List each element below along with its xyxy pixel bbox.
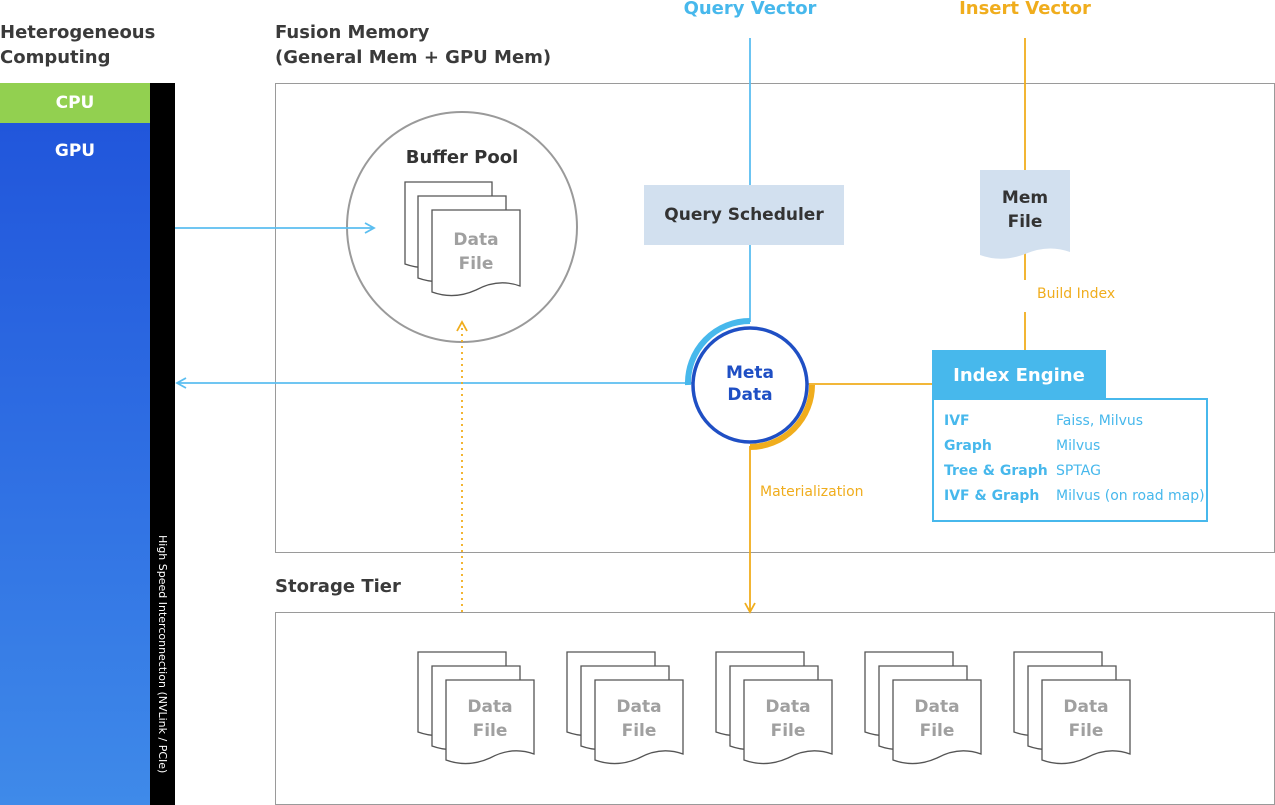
meta-data-circle	[691, 326, 809, 444]
mem-file-shape	[980, 170, 1070, 259]
query-scheduler-box: Query Scheduler	[644, 185, 844, 245]
buffer-pool-title: Buffer Pool	[405, 147, 519, 168]
storage-doc-page	[892, 679, 982, 765]
cpu-block: CPU	[0, 83, 150, 123]
meta-data-label: Meta Data	[725, 363, 775, 405]
storage-doc-page	[445, 679, 535, 765]
storage-doc-page	[1041, 679, 1131, 765]
buffer-pool-data-file: Data File	[453, 230, 499, 274]
heterogeneous-computing-title: Heterogeneous Computing	[0, 22, 156, 68]
interconnect-bus	[150, 83, 175, 805]
materialization-label: Materialization	[760, 484, 864, 500]
storage-doc-page	[743, 679, 833, 765]
build-index-label: Build Index	[1037, 286, 1116, 302]
mem-file-label: Mem File	[1001, 188, 1049, 232]
query-vector-label: Query Vector	[683, 0, 817, 19]
interconnect-label: High Speed Interconnection (NVLink / PCI…	[156, 535, 169, 774]
storage-tier-title: Storage Tier	[275, 576, 401, 597]
insert-vector-label: Insert Vector	[959, 0, 1091, 19]
storage-doc-page	[594, 679, 684, 765]
gpu-block: GPU	[0, 123, 150, 805]
buffer-pool-doc-stack	[404, 181, 521, 297]
index-engine-title: Index Engine	[932, 350, 1106, 398]
fusion-memory-title: Fusion Memory (General Mem + GPU Mem)	[275, 22, 552, 68]
